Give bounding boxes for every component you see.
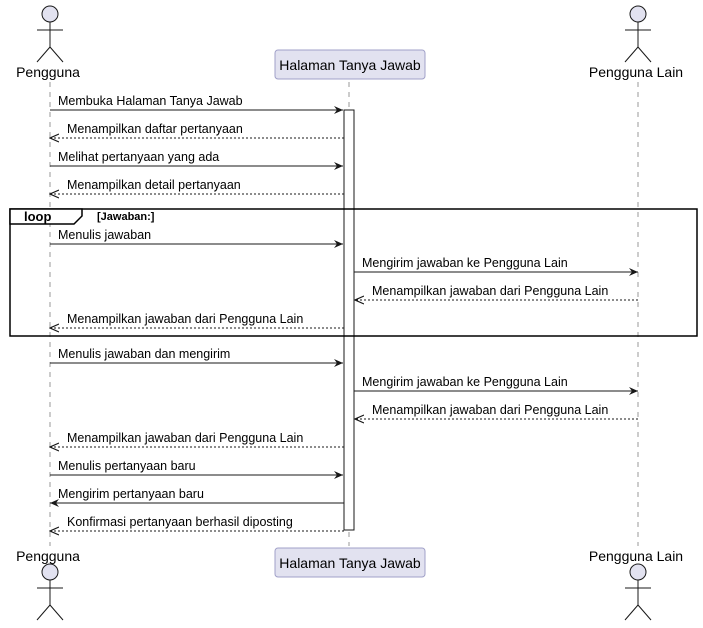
actor-other-label-top: Pengguna Lain [589,64,683,80]
actor-user-label-bottom: Pengguna [16,548,80,564]
participant-page-top: Halaman Tanya Jawab [274,49,426,80]
participant-page-bottom: Halaman Tanya Jawab [274,547,426,578]
actor-other-label-bottom: Pengguna Lain [589,548,683,564]
activation-bar [343,109,355,531]
actor-head-icon [629,563,647,581]
loop-keyword: loop [24,209,51,224]
actor-head-icon [41,563,59,581]
message-label-2: Menampilkan daftar pertanyaan [67,122,243,136]
message-label-5: Menulis jawaban [58,228,151,242]
actor-user-top: Pengguna [16,5,80,80]
message-label-14: Mengirim pertanyaan baru [58,487,204,501]
message-label-10: Mengirim jawaban ke Pengguna Lain [362,375,568,389]
message-label-12: Menampilkan jawaban dari Pengguna Lain [67,431,303,445]
actor-user-bottom: Pengguna [16,548,80,621]
message-label-4: Menampilkan detail pertanyaan [67,178,241,192]
message-label-9: Menulis jawaban dan mengirim [58,347,230,361]
loop-frame: loop [Jawaban:] [9,208,698,337]
message-label-1: Membuka Halaman Tanya Jawab [58,94,243,108]
actor-other-top: Pengguna Lain [589,5,683,80]
actor-head-icon [41,5,59,23]
message-label-7: Menampilkan jawaban dari Pengguna Lain [372,284,608,298]
actor-head-icon [629,5,647,23]
message-label-15: Konfirmasi pertanyaan berhasil diposting [67,515,293,529]
message-label-11: Menampilkan jawaban dari Pengguna Lain [372,403,608,417]
message-label-13: Menulis pertanyaan baru [58,459,196,473]
actor-user-label-top: Pengguna [16,64,80,80]
message-label-3: Melihat pertanyaan yang ada [58,150,219,164]
actor-other-bottom: Pengguna Lain [589,548,683,621]
participant-page-label-bottom: Halaman Tanya Jawab [279,555,421,571]
message-label-6: Mengirim jawaban ke Pengguna Lain [362,256,568,270]
participant-page-label-top: Halaman Tanya Jawab [279,57,421,73]
loop-guard: [Jawaban:] [97,211,155,223]
message-label-8: Menampilkan jawaban dari Pengguna Lain [67,312,303,326]
